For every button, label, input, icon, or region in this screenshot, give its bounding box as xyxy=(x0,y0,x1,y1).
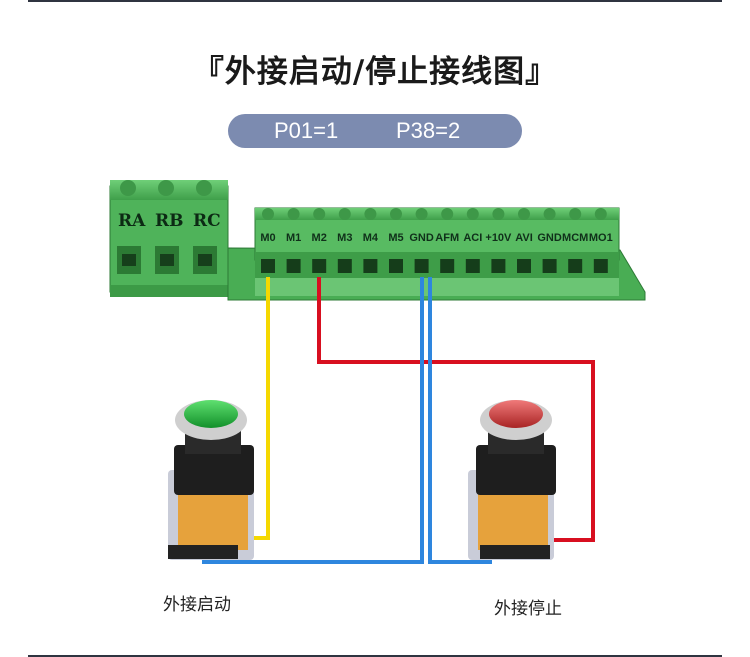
terminal-label-mo1-13: MO1 xyxy=(589,232,613,244)
red-wire xyxy=(317,277,595,542)
terminal-label-m0-0: M0 xyxy=(260,232,275,244)
relay-label-ra: RA xyxy=(118,211,146,231)
terminal-slot xyxy=(517,259,531,273)
terminal-screw-icon xyxy=(569,208,582,220)
red-cap-icon xyxy=(489,400,543,428)
terminal-label-m4-4: M4 xyxy=(363,232,379,244)
terminal-label-m3-3: M3 xyxy=(337,232,352,244)
terminal-slot xyxy=(593,259,608,273)
terminal-slot xyxy=(286,259,301,273)
stop-button xyxy=(468,400,556,560)
param-p01: P01=1 xyxy=(274,118,339,143)
param-p38: P38=2 xyxy=(396,118,461,143)
terminal-slot xyxy=(261,259,275,273)
yellow-wire xyxy=(254,277,270,540)
terminal-slot xyxy=(363,259,378,273)
terminal-slot xyxy=(312,259,327,273)
start-button xyxy=(168,400,254,560)
terminal-label-mcm-12: MCM xyxy=(562,232,588,244)
control-terminal-block xyxy=(227,207,646,301)
relay-label-rc: RC xyxy=(193,211,221,231)
terminal-screw-icon xyxy=(313,208,326,220)
terminal-screw-icon xyxy=(390,208,402,220)
terminal-screw-icon xyxy=(364,208,377,220)
terminal-label-m5-5: M5 xyxy=(388,232,403,244)
terminal-screw-icon xyxy=(518,208,530,220)
relay-terminal-block: RA RB RC xyxy=(109,180,229,297)
terminal-screw-icon xyxy=(338,208,351,220)
terminal-slot xyxy=(414,259,429,273)
terminal-screw-icon xyxy=(441,208,454,220)
terminal-slot xyxy=(568,259,583,273)
terminal-label-m2-2: M2 xyxy=(312,232,327,244)
relay-label-rb: RB xyxy=(155,211,184,231)
terminal-label-afm-7: AFM xyxy=(435,232,459,244)
terminal-label-gnd-6: GND xyxy=(409,232,434,244)
stop-caption: 外接停止 xyxy=(494,599,562,619)
terminal-slot xyxy=(491,259,506,273)
terminal-slot xyxy=(440,259,455,273)
terminal-screw-icon xyxy=(594,208,607,220)
terminal-label-10v-9: +10V xyxy=(485,232,512,244)
terminal-screw-icon xyxy=(543,208,556,220)
parameter-pill: P01=1 P38=2 xyxy=(228,114,522,148)
terminal-screw-icon xyxy=(262,208,274,220)
terminal-screw-icon xyxy=(492,208,505,220)
terminal-slot xyxy=(337,259,352,273)
diagram-title: 『外接启动/停止接线图』 xyxy=(192,54,558,90)
top-divider xyxy=(28,0,722,2)
blue-wire-start xyxy=(202,277,424,564)
terminal-label-avi-10: AVI xyxy=(515,232,533,244)
terminal-slot xyxy=(389,259,403,273)
bottom-divider xyxy=(28,655,722,657)
terminal-screw-icon xyxy=(287,208,300,220)
terminal-label-aci-8: ACI xyxy=(463,232,482,244)
blue-wire-stop xyxy=(428,277,492,564)
terminal-slot xyxy=(465,259,480,273)
green-cap-icon xyxy=(184,400,238,428)
terminal-screw-icon xyxy=(466,208,479,220)
terminal-label-m1-1: M1 xyxy=(286,232,301,244)
terminal-screw-icon xyxy=(415,208,428,220)
terminal-slot xyxy=(542,259,557,273)
terminal-label-gnd-11: GND xyxy=(537,232,562,244)
start-caption: 外接启动 xyxy=(163,595,231,615)
